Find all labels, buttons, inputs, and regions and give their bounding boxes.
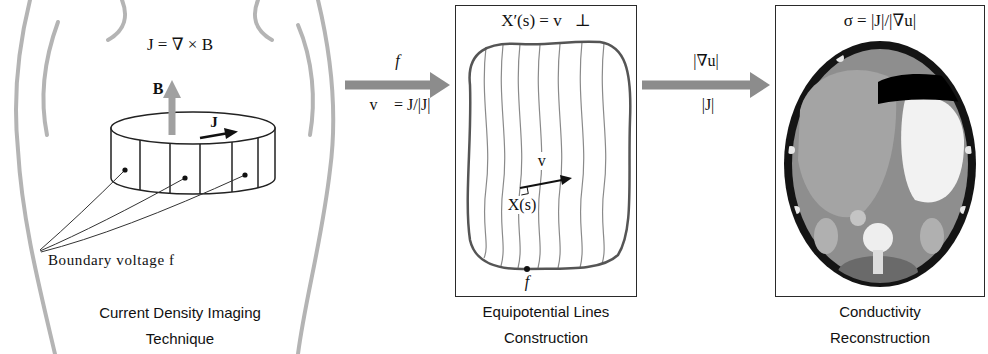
equipotential-line: [580, 42, 584, 268]
equipotential-line: [602, 43, 606, 264]
ct-organs: [787, 54, 975, 288]
j-current-arrow: [200, 128, 238, 139]
figure-label: |J|: [702, 96, 715, 114]
arrow-head: [163, 80, 181, 98]
arrow-shaft: [345, 81, 432, 90]
neck-line: [255, 0, 272, 40]
ct-body: [784, 41, 976, 287]
arrow-shaft: [642, 81, 752, 90]
electrode-dot: [242, 172, 247, 177]
leader-line: [41, 175, 245, 252]
edge-label: |∇u|: [693, 52, 719, 70]
electrode-dot: [122, 167, 127, 172]
ct-gas: [878, 74, 975, 104]
edge-label: f: [395, 52, 399, 70]
figure-label: B: [153, 80, 164, 98]
ct-rib: [960, 206, 968, 214]
ct-rib: [794, 91, 802, 99]
formula-heading: X′(s) = v⃗⊥: [456, 6, 636, 31]
arrow-head: [750, 72, 770, 98]
arrow-shaft: [200, 134, 226, 139]
process-panel: J = ∇ × B Current Density Imaging Techniq…: [20, 30, 340, 352]
torso-line: [44, 22, 58, 135]
ct-rib: [836, 54, 844, 62]
figure-label: v⃗ = J/|J|: [370, 96, 431, 114]
process-panel: X′(s) = v⃗⊥Equipotential Lines Construct…: [455, 5, 637, 297]
neck-line: [108, 0, 125, 40]
step-caption: Equipotential Lines Construction: [455, 299, 637, 351]
figure-label: X(s): [506, 196, 538, 214]
formula-heading: J = ∇ × B: [20, 30, 340, 55]
equipotential-line: [518, 44, 522, 268]
step-caption: Current Density Imaging Technique: [85, 300, 275, 352]
process-panel: σ = |J|/|∇u|Conductivity Reconstruction: [775, 5, 985, 297]
step-caption: Conductivity Reconstruction: [800, 299, 960, 351]
equipotential-line: [484, 47, 488, 258]
leader-line: [40, 170, 125, 250]
ct-kidney: [920, 218, 944, 254]
band-top: [111, 112, 275, 144]
right-angle-mark: [521, 187, 528, 195]
flow-arrow: [642, 72, 770, 98]
figure-label: J: [210, 113, 218, 131]
arrow-head: [224, 128, 238, 139]
electrode-leaders: [40, 170, 245, 252]
torso-line: [298, 25, 313, 135]
formula-heading: σ = |J|/|∇u|: [776, 6, 984, 31]
ct-rib: [792, 206, 800, 214]
arrow-shaft: [169, 96, 176, 135]
figure-label: Boundary voltage f: [48, 251, 175, 269]
flow-arrow: [345, 72, 450, 98]
equipotential-line: [501, 45, 505, 266]
figure-label: f: [525, 273, 529, 291]
equipotential-figure: [468, 42, 631, 272]
v-arrow-shaft: [520, 180, 562, 188]
ct-image: [784, 41, 976, 288]
arrow-head: [430, 72, 450, 98]
boundary-point: [524, 266, 530, 272]
ct-rib: [787, 146, 795, 154]
band-segment: [199, 144, 201, 194]
ct-spinous-process: [873, 250, 883, 274]
ct-aorta: [850, 210, 866, 226]
equipotential-lines: [484, 42, 606, 268]
band-segment: [257, 138, 259, 188]
band-segment: [139, 140, 141, 190]
ct-vertebra: [863, 223, 893, 253]
leader-line: [40, 178, 185, 251]
b-field-arrow: [163, 80, 181, 135]
electrode-dot: [182, 175, 187, 180]
torso-line: [298, 0, 333, 354]
electrode-band: [111, 112, 275, 194]
ct-rib: [965, 146, 973, 154]
v-arrow-head: [560, 175, 572, 185]
domain-boundary: [468, 42, 631, 269]
ct-kidney: [814, 218, 838, 254]
figure-label: v⃗: [536, 152, 560, 170]
ct-stomach: [901, 96, 964, 202]
band-segment: [231, 142, 233, 192]
electrodes: [122, 167, 247, 180]
